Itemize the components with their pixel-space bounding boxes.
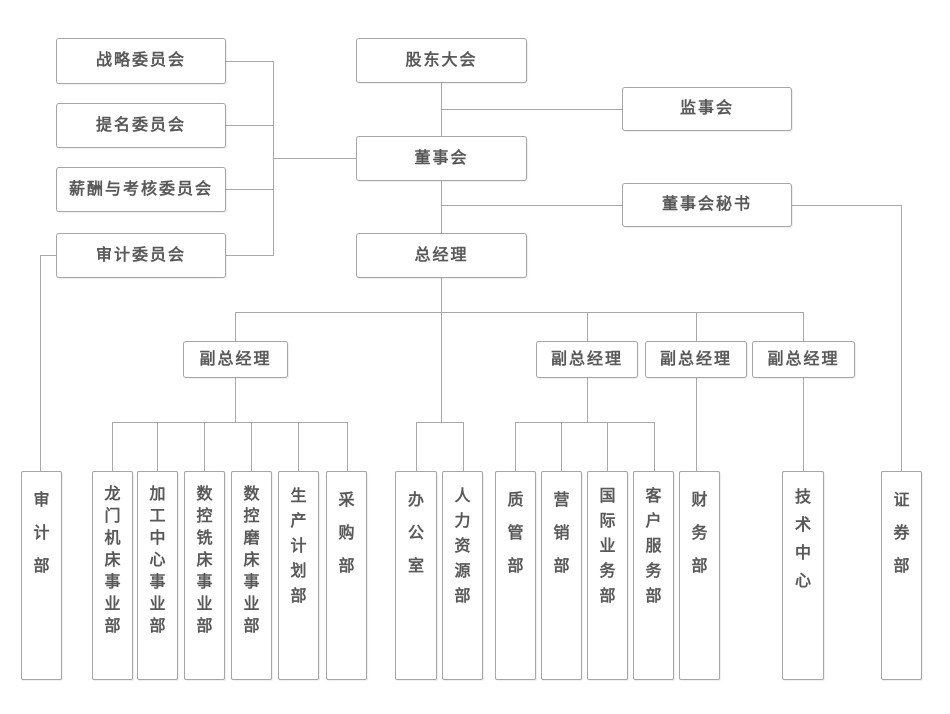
- connector-line: [226, 61, 273, 62]
- connector-line: [40, 255, 56, 256]
- node-label: 生产计划部: [290, 488, 307, 605]
- node-label: 证券部: [893, 492, 910, 575]
- node-label: 董事会: [414, 150, 469, 167]
- connector-line: [803, 312, 804, 341]
- connector-line: [112, 422, 347, 423]
- connector-line: [441, 109, 622, 110]
- node-machining-center-division: 加工中心事业部: [137, 471, 178, 680]
- connector-line: [607, 422, 608, 471]
- node-label: 数控铣床事业部: [196, 486, 213, 635]
- node-audit-committee: 审计委员会: [56, 233, 226, 278]
- node-deputy-gm-2: 副总经理: [536, 341, 638, 378]
- connector-line: [273, 158, 356, 159]
- node-label: 副总经理: [199, 351, 272, 368]
- node-marketing-dept: 营销部: [541, 471, 582, 680]
- node-label: 人力资源部: [454, 488, 471, 605]
- node-gantry-machine-division: 龙门机床事业部: [92, 471, 133, 680]
- node-customer-service-dept: 客户服务部: [633, 471, 674, 680]
- node-label: 营销部: [553, 492, 570, 575]
- node-label: 董事会秘书: [661, 196, 752, 213]
- connector-line: [235, 312, 803, 313]
- connector-line: [696, 378, 697, 471]
- connector-line: [696, 312, 697, 341]
- node-remuneration-assessment-committee: 薪酬与考核委员会: [56, 167, 226, 212]
- node-cnc-milling-division: 数控铣床事业部: [184, 471, 225, 680]
- node-label: 采购部: [338, 492, 355, 575]
- connector-line: [273, 61, 274, 256]
- connector-line: [204, 422, 205, 471]
- node-finance-dept: 财务部: [679, 471, 720, 680]
- connector-line: [226, 189, 273, 190]
- node-label: 副总经理: [659, 351, 732, 368]
- node-deputy-gm-3: 副总经理: [645, 341, 747, 378]
- node-supervisory-board: 监事会: [622, 87, 792, 131]
- connector-line: [157, 422, 158, 471]
- node-label: 总经理: [414, 247, 469, 264]
- node-deputy-gm-4: 副总经理: [752, 341, 855, 378]
- node-general-manager: 总经理: [356, 233, 527, 278]
- node-label: 提名委员会: [95, 117, 186, 134]
- node-label: 龙门机床事业部: [104, 486, 121, 635]
- node-board-secretary: 董事会秘书: [622, 183, 792, 227]
- connector-line: [226, 125, 273, 126]
- node-nomination-committee: 提名委员会: [56, 103, 226, 148]
- connector-line: [251, 422, 252, 471]
- node-strategy-committee: 战略委员会: [56, 38, 226, 84]
- connector-line: [298, 422, 299, 471]
- node-label: 股东大会: [405, 52, 478, 69]
- node-cnc-grinding-division: 数控磨床事业部: [231, 471, 272, 680]
- node-label: 副总经理: [550, 351, 623, 368]
- node-audit-dept: 审计部: [21, 471, 62, 680]
- connector-line: [441, 181, 442, 233]
- node-label: 监事会: [679, 100, 734, 117]
- connector-line: [235, 378, 236, 422]
- node-securities-dept: 证券部: [881, 471, 922, 680]
- node-label: 质管部: [507, 492, 524, 575]
- connector-line: [792, 205, 902, 206]
- connector-line: [654, 422, 655, 471]
- node-deputy-gm-1: 副总经理: [183, 341, 288, 378]
- node-procurement-dept: 采购部: [326, 471, 367, 680]
- node-label: 审计部: [33, 492, 50, 575]
- connector-line: [587, 378, 588, 422]
- connector-line: [515, 422, 654, 423]
- connector-line: [226, 255, 273, 256]
- node-technology-center: 技术中心: [782, 471, 824, 680]
- connector-line: [416, 422, 417, 471]
- node-label: 办公室: [407, 492, 424, 575]
- connector-line: [803, 378, 804, 471]
- connector-line: [40, 255, 41, 471]
- node-label: 审计委员会: [95, 247, 186, 264]
- connector-line: [112, 422, 113, 471]
- connector-line: [441, 205, 622, 206]
- node-label: 客户服务部: [645, 488, 662, 605]
- node-quality-dept: 质管部: [495, 471, 536, 680]
- node-label: 数控磨床事业部: [243, 486, 260, 635]
- connector-line: [441, 278, 442, 422]
- node-office: 办公室: [395, 471, 437, 680]
- node-label: 副总经理: [767, 351, 840, 368]
- node-international-business-dept: 国际业务部: [587, 471, 628, 680]
- connector-line: [587, 312, 588, 341]
- node-board-of-directors: 董事会: [356, 136, 527, 181]
- connector-line: [235, 312, 236, 341]
- connector-line: [463, 422, 464, 471]
- connector-line: [416, 422, 463, 423]
- node-label: 财务部: [691, 492, 708, 575]
- node-label: 薪酬与考核委员会: [68, 181, 213, 198]
- connector-line: [347, 422, 348, 471]
- node-label: 加工中心事业部: [149, 486, 166, 635]
- node-label: 战略委员会: [95, 52, 186, 69]
- connector-line: [901, 205, 902, 471]
- node-label: 国际业务部: [599, 488, 616, 605]
- node-hr-dept: 人力资源部: [442, 471, 483, 680]
- connector-line: [515, 422, 516, 471]
- node-shareholders-meeting: 股东大会: [356, 38, 527, 83]
- connector-line: [561, 422, 562, 471]
- node-label: 技术中心: [794, 489, 811, 590]
- node-production-planning-dept: 生产计划部: [278, 471, 319, 680]
